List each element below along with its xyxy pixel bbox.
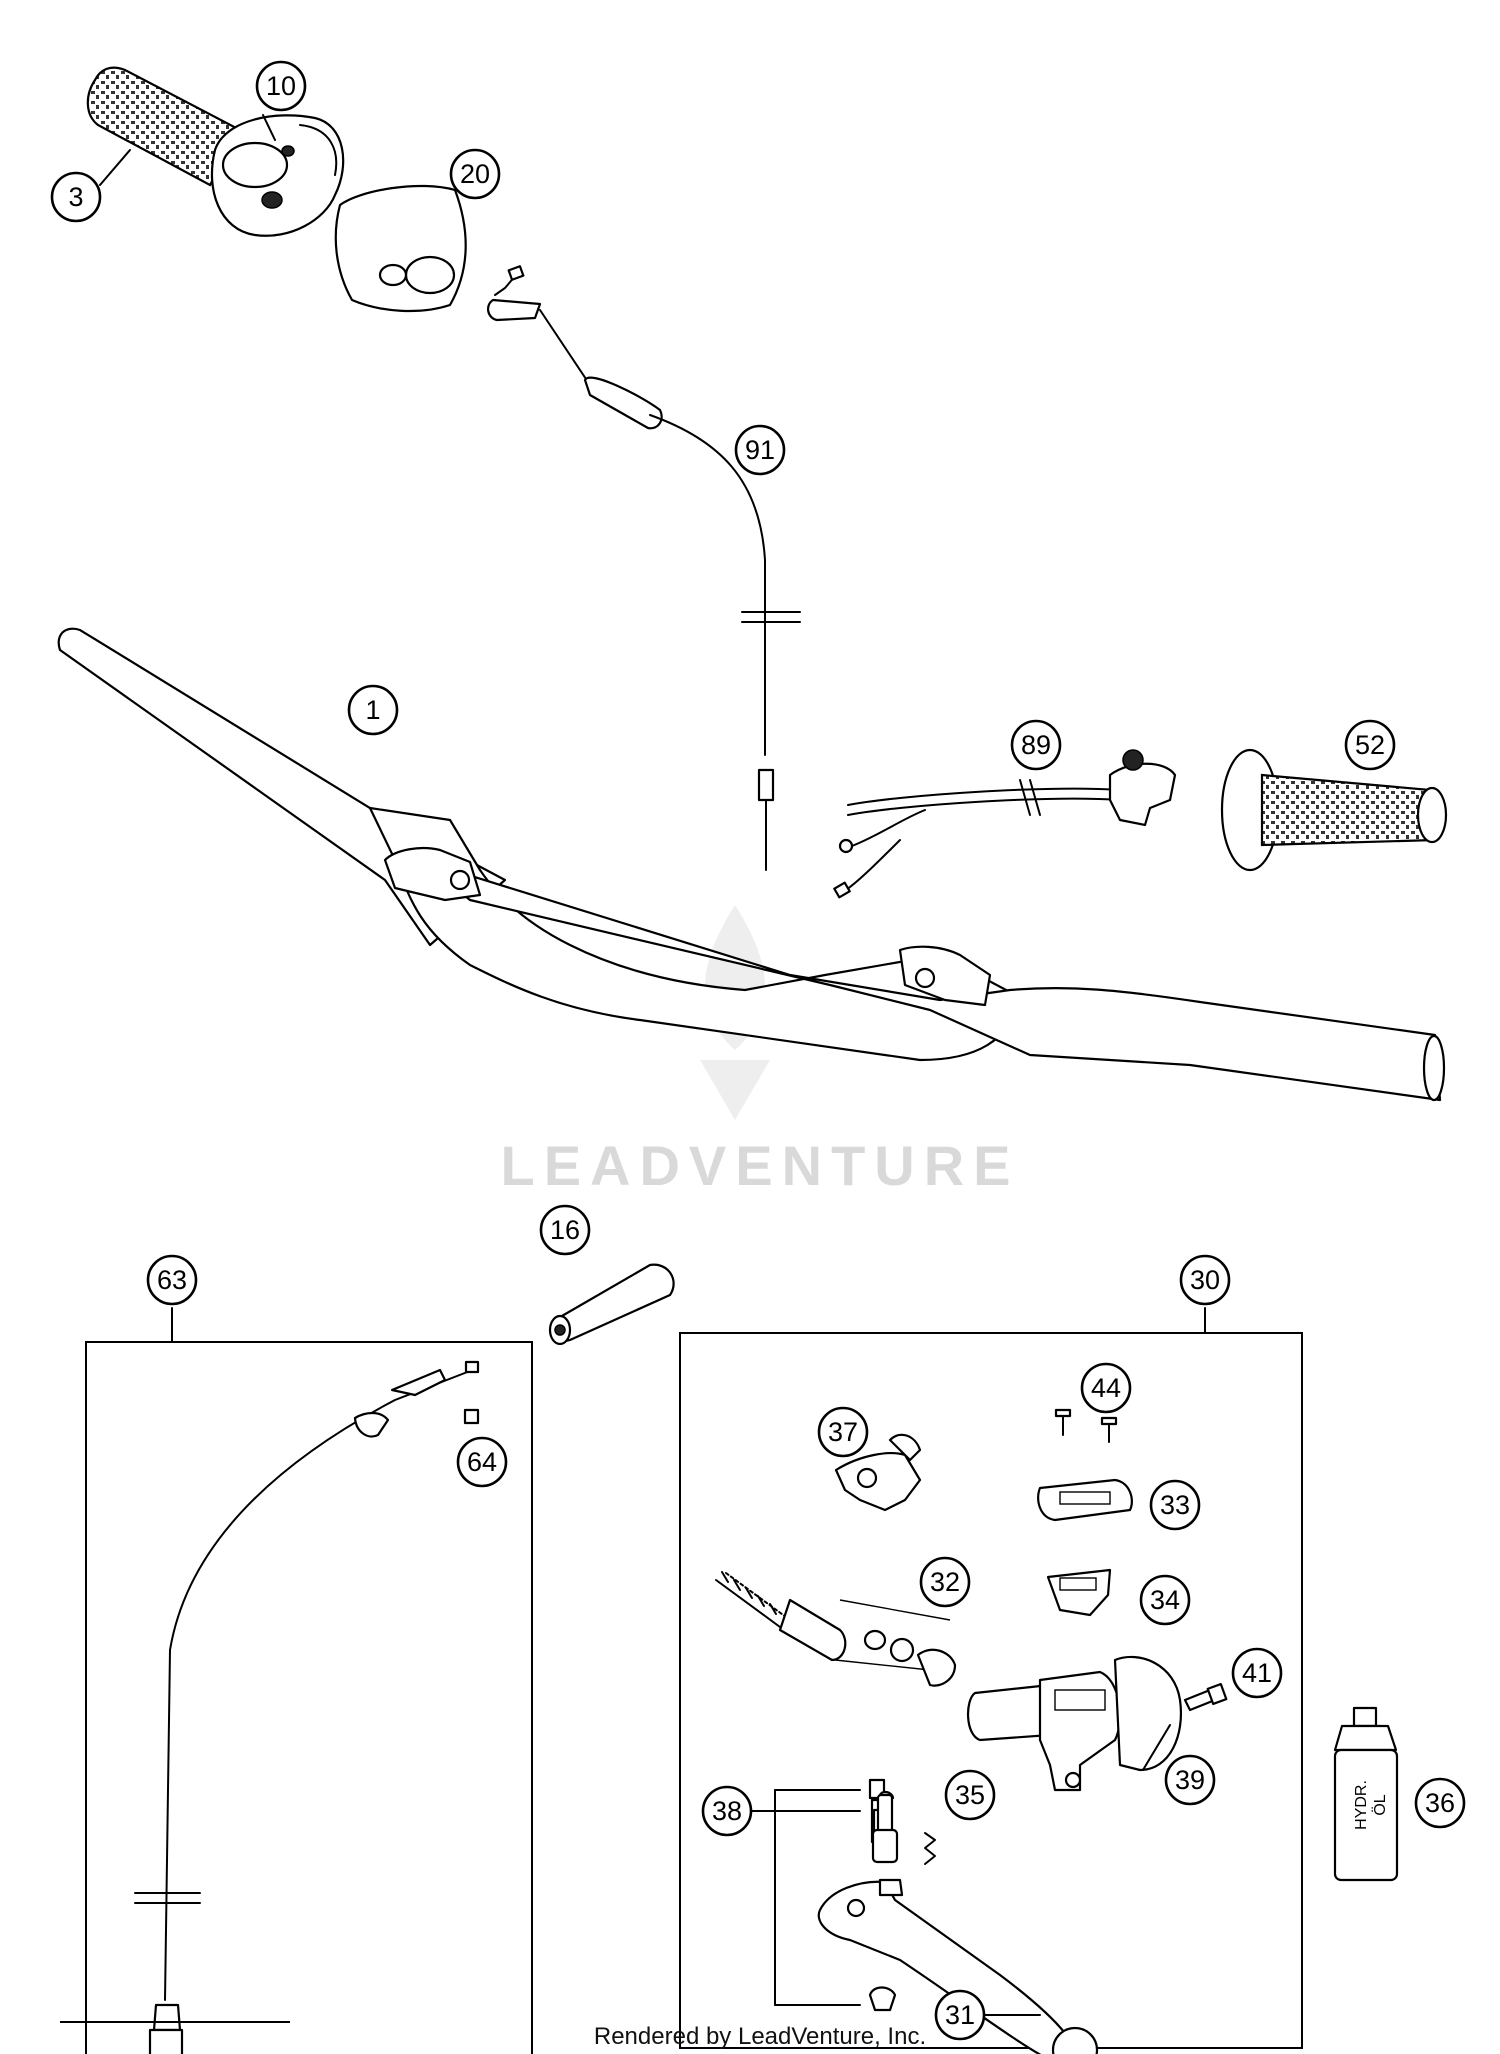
throttle-grip-assembly	[86, 66, 345, 237]
footer-credit: Rendered by LeadVenture, Inc.	[594, 2023, 926, 2050]
pivot-parts	[749, 1778, 899, 2012]
left-grip	[1220, 748, 1448, 872]
handlebar	[57, 627, 1446, 1102]
callout-36-label: 36	[1425, 1788, 1455, 1818]
callout-34: 34	[1139, 1574, 1191, 1626]
callout-32: 32	[919, 1556, 971, 1608]
callout-1: 1	[347, 684, 399, 736]
piston-assembly	[715, 1571, 957, 1687]
callout-91: 91	[734, 424, 786, 476]
master-cylinder-body	[967, 1655, 1182, 1792]
callout-16-label: 16	[550, 1215, 580, 1245]
callout-41: 41	[1231, 1647, 1283, 1699]
adjuster-spring	[924, 1832, 936, 1865]
callout-64: 64	[456, 1436, 508, 1488]
callout-30-label: 30	[1190, 1265, 1220, 1295]
callout-37: 37	[817, 1406, 869, 1458]
callout-33: 33	[1149, 1479, 1201, 1531]
callout-16: 16	[539, 1204, 591, 1256]
callout-63-label: 63	[157, 1265, 187, 1295]
callout-38: 38	[701, 1785, 753, 1837]
clutch-cable-box	[85, 1307, 533, 2054]
callout-33-label: 33	[1160, 1490, 1190, 1520]
callout-44-label: 44	[1091, 1373, 1121, 1403]
callout-3-label: 3	[68, 182, 83, 212]
callout-34-label: 34	[1150, 1585, 1180, 1615]
diaphragm	[1046, 1568, 1112, 1617]
callout-35: 35	[944, 1769, 996, 1821]
leader-lines	[99, 114, 1171, 2016]
callout-36: 36	[1414, 1777, 1466, 1829]
callout-10-label: 10	[266, 71, 296, 101]
callout-41-label: 41	[1242, 1658, 1272, 1688]
callout-89-label: 89	[1021, 730, 1051, 760]
callout-1-label: 1	[365, 695, 380, 725]
callout-37-label: 37	[828, 1417, 858, 1447]
bottle-label-line1: HYDR.	[1353, 1780, 1370, 1830]
watermark-text: LEADVENTURE	[500, 1134, 1019, 1197]
callout-31-label: 31	[945, 2000, 975, 2030]
throttle-housing-cover	[334, 184, 467, 313]
callout-3: 3	[50, 171, 102, 223]
callout-44: 44	[1080, 1362, 1132, 1414]
cover-screws	[1054, 1408, 1118, 1443]
master-cylinder-box	[679, 1307, 1303, 2049]
callout-38-label: 38	[712, 1796, 742, 1826]
callout-35-label: 35	[955, 1780, 985, 1810]
callout-89: 89	[1010, 719, 1062, 771]
callout-63: 63	[146, 1254, 198, 1306]
callout-31: 31	[934, 1989, 986, 2041]
callout-91-label: 91	[745, 435, 775, 465]
callout-20-label: 20	[460, 159, 490, 189]
callout-32-label: 32	[930, 1567, 960, 1597]
callout-30: 30	[1179, 1254, 1231, 1306]
banjo-bolt	[1183, 1682, 1228, 1712]
lever-bracket	[834, 1433, 922, 1512]
callout-52-label: 52	[1355, 730, 1385, 760]
throttle-cable	[487, 265, 801, 871]
brake-lever	[817, 1878, 1099, 2054]
callout-39: 39	[1164, 1754, 1216, 1806]
callout-39-label: 39	[1175, 1765, 1205, 1795]
cable-boot	[548, 1263, 675, 1346]
kill-switch	[833, 749, 1177, 899]
hydraulic-oil-bottle: HYDR. ÖL	[1333, 1706, 1399, 1882]
callout-64-label: 64	[467, 1447, 497, 1477]
callout-52: 52	[1344, 719, 1396, 771]
bottle-label-line2: ÖL	[1371, 1794, 1389, 1815]
callout-10: 10	[255, 60, 307, 112]
reservoir-cover	[1037, 1478, 1133, 1522]
callout-20: 20	[449, 148, 501, 200]
